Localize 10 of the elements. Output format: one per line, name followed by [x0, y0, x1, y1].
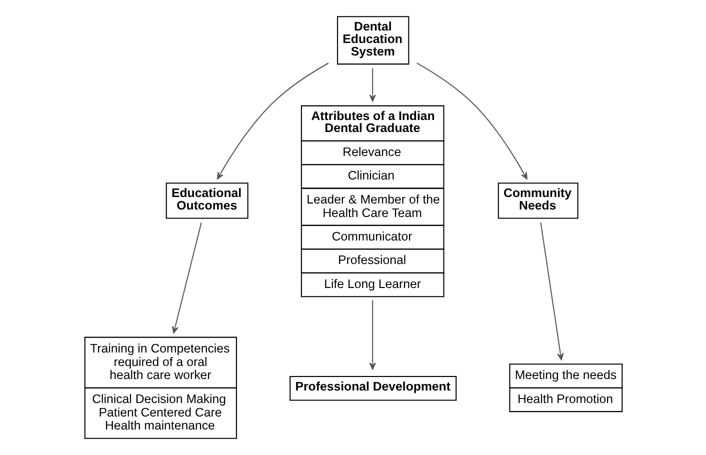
arrow — [216, 62, 329, 180]
node-box: Community Needs — [498, 182, 578, 219]
arrow — [540, 222, 564, 360]
arrow — [369, 300, 376, 370]
node-box: Educational Outcomes — [166, 182, 248, 219]
node-box: Dental Education System — [337, 16, 410, 65]
node-box: Professional Development — [290, 376, 457, 401]
arrow — [416, 62, 528, 180]
arrow — [369, 68, 376, 102]
arrow — [172, 222, 202, 334]
